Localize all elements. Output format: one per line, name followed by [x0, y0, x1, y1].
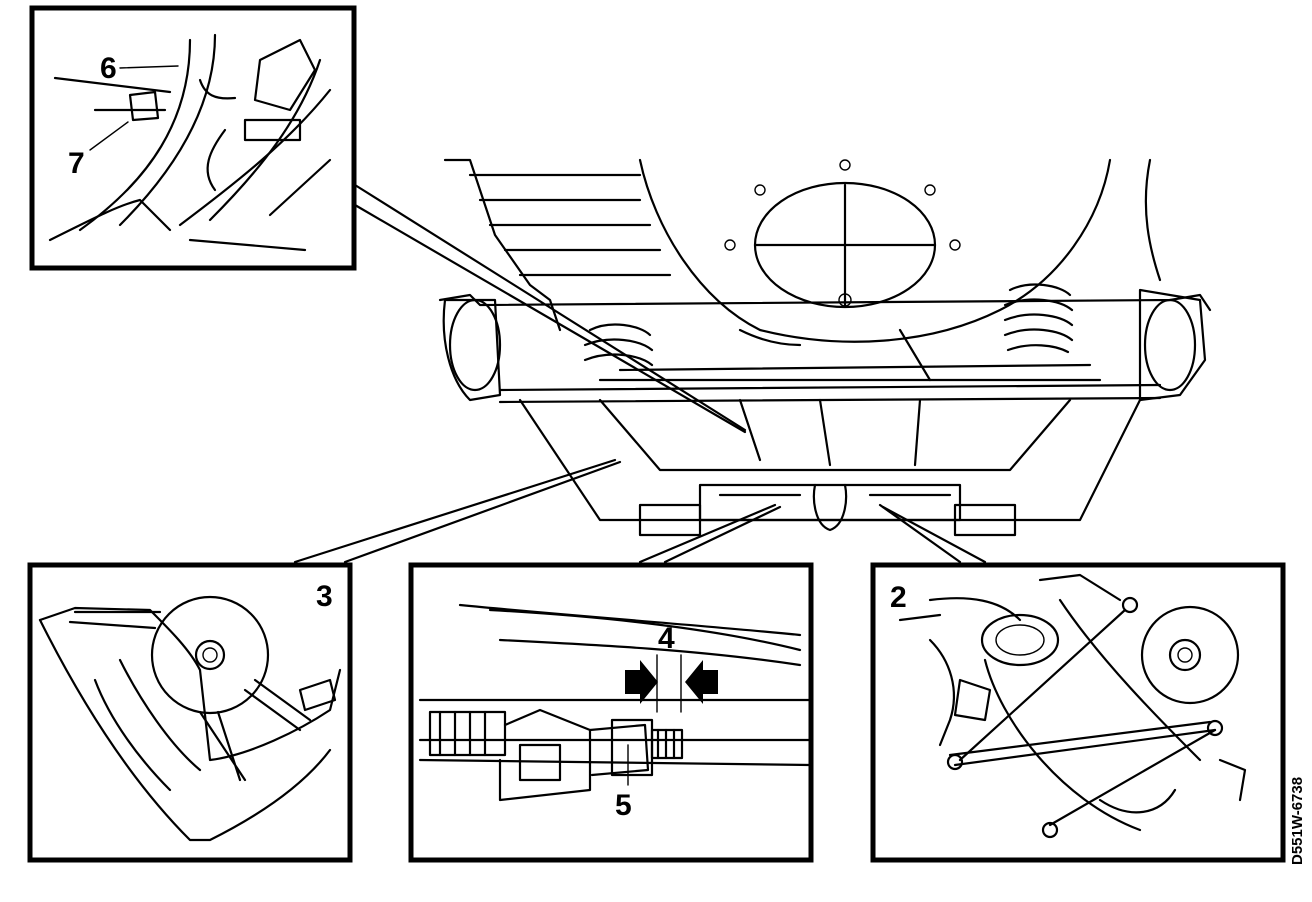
leader-lines	[293, 183, 987, 564]
inset-4-5-adjustment: 4 5	[408, 562, 814, 863]
callout-4: 4	[658, 622, 675, 655]
callout-3: 3	[316, 580, 333, 613]
callout-2: 2	[890, 581, 907, 614]
arrow-right-icon	[685, 660, 718, 704]
main-underbody-view	[438, 158, 1212, 537]
figure-code: D551W-6738	[1289, 777, 1306, 865]
callout-5: 5	[615, 789, 632, 822]
inset-parking-brake-cable: 6 7	[29, 5, 357, 271]
inset-2-linkage: 2	[870, 562, 1286, 863]
callout-7: 7	[68, 147, 85, 180]
inset-3-bracket: 3	[27, 562, 353, 863]
arrow-left-icon	[625, 660, 658, 704]
callout-6: 6	[100, 52, 117, 85]
